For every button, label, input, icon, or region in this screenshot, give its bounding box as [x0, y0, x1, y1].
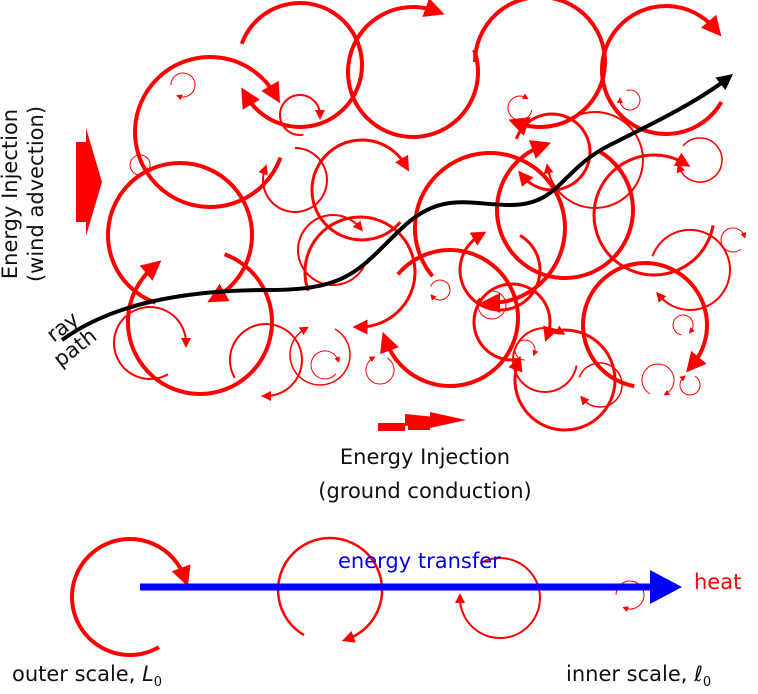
eddy-29 — [578, 362, 623, 408]
eddy-33 — [474, 290, 507, 320]
energy-injection-ground-line2: (ground conduction) — [318, 479, 532, 503]
eddy-group — [106, 0, 747, 432]
cascade-eddy-3 — [455, 557, 541, 640]
eddy-11 — [380, 248, 520, 389]
eddy-9 — [495, 140, 635, 280]
energy-injection-wind-label: Energy Injection (wind advection) — [0, 89, 49, 299]
eddy-21 — [472, 282, 558, 362]
ground-injection-arrow — [378, 414, 466, 431]
outer-scale-subscript: 0 — [153, 675, 163, 691]
eddy-31 — [129, 154, 152, 176]
eddy-38 — [672, 314, 695, 336]
eddy-19 — [297, 214, 367, 287]
eddy-6 — [106, 161, 255, 305]
cascade-eddy-1 — [70, 537, 191, 657]
eddy-7 — [125, 252, 274, 396]
eddy-10 — [592, 152, 715, 277]
eddy-15 — [514, 112, 592, 192]
eddy-30 — [170, 72, 196, 101]
eddy-13 — [508, 328, 617, 432]
eddy-32 — [507, 93, 533, 121]
eddy-25 — [113, 306, 191, 381]
cascade-eddy-2 — [276, 536, 384, 643]
eddy-27 — [289, 326, 351, 386]
ray-path-line — [60, 74, 734, 342]
eddy-5 — [600, 4, 724, 137]
eddy-26 — [228, 323, 303, 401]
eddy-4 — [473, 0, 607, 136]
eddy-40 — [720, 227, 747, 253]
eddy-20 — [458, 231, 542, 312]
outer-scale-symbol: L — [142, 662, 154, 686]
eddy-17 — [258, 147, 328, 213]
energy-injection-wind-line2: (wind advection) — [24, 105, 48, 283]
energy-injection-ground-line1: Energy Injection — [339, 445, 511, 469]
eddy-24 — [676, 137, 723, 183]
eddy-22 — [543, 111, 644, 209]
inner-scale-subscript: 0 — [702, 675, 712, 691]
eddy-28 — [512, 325, 578, 393]
eddy-35 — [365, 356, 395, 385]
eddy-39 — [679, 375, 701, 396]
eddy-12 — [581, 261, 709, 389]
eddy-14 — [310, 138, 410, 242]
energy-transfer-label: energy transfer — [338, 549, 501, 573]
eddy-23 — [651, 228, 731, 311]
eddy-36 — [430, 279, 451, 301]
energy-injection-ground-label: Energy Injection (ground conduction) — [300, 440, 550, 508]
eddy-18 — [279, 94, 325, 137]
wind-injection-arrow — [76, 128, 102, 236]
energy-transfer-arrow-head — [650, 570, 682, 604]
eddy-3 — [346, 0, 480, 139]
eddy-2 — [239, 0, 364, 129]
eddy-16 — [303, 215, 417, 335]
outer-scale-text: outer scale, — [12, 662, 143, 686]
heat-label: heat — [694, 570, 742, 594]
eddy-42 — [617, 89, 641, 111]
inner-scale-symbol: ℓ — [694, 662, 703, 686]
energy-injection-wind-line1: Energy Injection — [0, 108, 22, 280]
inner-scale-text: inner scale, — [566, 662, 695, 686]
eddy-41 — [641, 363, 675, 396]
inner-scale-label: inner scale, ℓ0 — [566, 662, 711, 690]
eddy-37 — [514, 339, 539, 361]
eddy-34 — [310, 350, 340, 380]
arrow-group — [60, 74, 734, 657]
eddy-1 — [133, 54, 283, 209]
outer-scale-label: outer scale, L0 — [12, 662, 162, 690]
